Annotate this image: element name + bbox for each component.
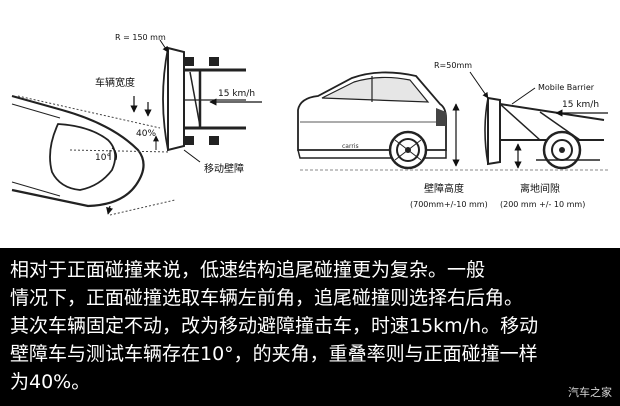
right-impact-diagram: R=50mm Mobile Barrier 15 km/h carris 壁障高… xyxy=(297,61,610,209)
test-vehicle-topview xyxy=(11,94,145,208)
angle-label: 10° xyxy=(95,153,111,163)
diagram-svg: R = 150 mm 车辆宽度 40% 10° 15 km/h 移动壁障 xyxy=(11,33,610,216)
left-impact-diagram: R = 150 mm 车辆宽度 40% 10° 15 km/h 移动壁障 xyxy=(11,33,262,216)
car-badge: carris xyxy=(342,143,359,150)
barrier-height-label: 壁障高度 xyxy=(424,182,464,195)
mobile-barrier-left xyxy=(162,46,246,152)
ground-clearance-label: 离地间隙 xyxy=(520,182,560,195)
ground-clearance-spec: (200 mm +/- 10 mm) xyxy=(500,200,585,209)
watermark: 汽车之家 xyxy=(568,386,612,399)
left-barrier-label: 移动壁障 xyxy=(204,162,244,175)
caption-line-3: 其次车辆固定不动，改为移动避障撞击车，时速15km/h。移动 xyxy=(10,315,539,337)
caption-line-2: 情况下，正面碰撞选取车辆左前角，追尾碰撞则选择右后角。 xyxy=(10,287,524,309)
caption-line-4: 壁障车与测试车辆存在10°，的夹角，重叠率则与正面碰撞一样 xyxy=(10,343,538,365)
caption-line-1: 相对于正面碰撞来说，低速结构追尾碰撞更为复杂。一般 xyxy=(10,259,486,281)
right-speed-label: 15 km/h xyxy=(562,100,599,110)
crash-test-diagram: R = 150 mm 车辆宽度 40% 10° 15 km/h 移动壁障 xyxy=(0,0,620,248)
overlap-label: 40% xyxy=(136,129,156,139)
left-radius-label: R = 150 mm xyxy=(115,33,166,42)
vehicle-width-label: 车辆宽度 xyxy=(95,76,135,89)
mobile-barrier-right xyxy=(484,96,605,170)
test-vehicle-sideview xyxy=(297,71,447,170)
right-barrier-label: Mobile Barrier xyxy=(538,83,595,92)
right-radius-label: R=50mm xyxy=(434,61,472,70)
caption-line-5: 为40%。 xyxy=(10,371,91,393)
left-speed-label: 15 km/h xyxy=(218,89,255,99)
barrier-height-spec: (700mm+/-10 mm) xyxy=(410,200,488,209)
caption-panel: 相对于正面碰撞来说，低速结构追尾碰撞更为复杂。一般 情况下，正面碰撞选取车辆左前… xyxy=(0,248,620,406)
